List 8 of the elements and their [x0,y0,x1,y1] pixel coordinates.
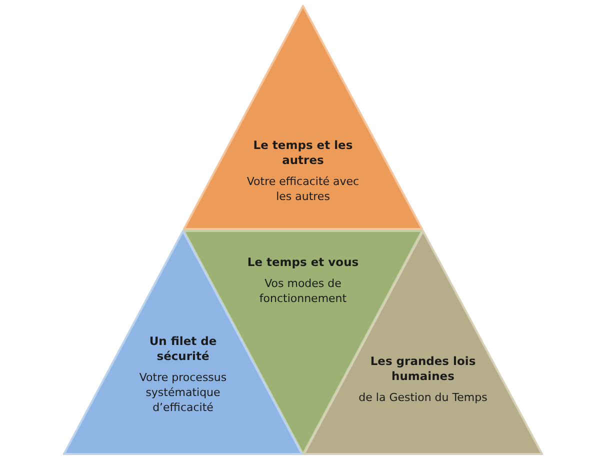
heading-text: Les grandes lois humaines [369,354,477,384]
body-text: Vos modes de fonctionnement [258,276,348,306]
heading-text: Un filet de sécurité [148,334,218,364]
body-text: de la Gestion du Temps [358,390,488,405]
heading-text: Le temps et vous [246,255,360,270]
heading-text: Le temps et les autres [252,138,354,168]
body-text: Votre efficacité avec les autres [246,174,360,204]
body-text: Votre processus systématique d’efficacité [138,370,228,415]
